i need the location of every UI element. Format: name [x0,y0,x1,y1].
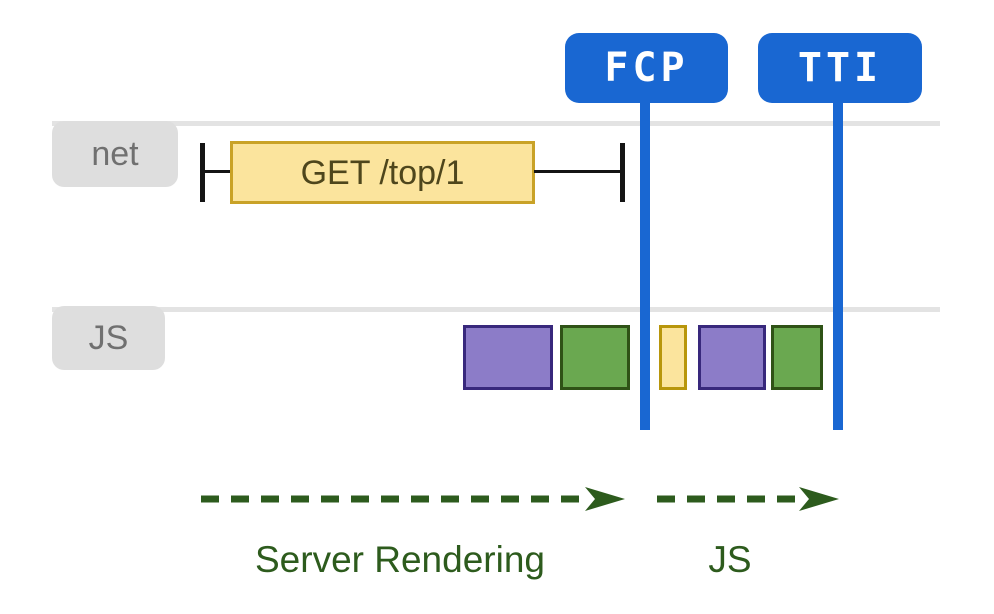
js-task-block-green [771,325,823,390]
js-task-block-purple [698,325,766,390]
net-track-tab: net [52,121,178,187]
server-rendering-phase-label: Server Rendering [255,539,545,580]
fcp-badge-label: FCP [604,45,689,91]
js-track-tab: JS [52,306,165,370]
js-track-label: JS [88,319,129,357]
dashed-arrow-icon [201,487,625,511]
server-rendering-arrow [197,484,627,514]
js-task-block-green [560,325,630,390]
tti-badge: TTI [758,33,922,103]
js-track-line [52,307,940,312]
dashed-arrow-icon [657,487,839,511]
tti-marker-line [833,100,843,430]
fcp-badge: FCP [565,33,728,103]
js-task-block-purple [463,325,553,390]
net-track-line [52,121,940,126]
request-left-connector [204,170,231,173]
js-task-block-yellow [659,325,687,390]
request-right-connector [534,170,622,173]
request-start-tick [200,143,205,202]
js-phase-label: JS [708,539,752,580]
request-end-tick [620,143,625,202]
fcp-marker-line [640,100,650,430]
network-request-label: GET /top/1 [300,153,465,192]
tti-badge-label: TTI [797,45,883,91]
net-track-label: net [91,135,139,173]
network-request-box: GET /top/1 [230,141,535,204]
js-phase-arrow [653,484,843,514]
